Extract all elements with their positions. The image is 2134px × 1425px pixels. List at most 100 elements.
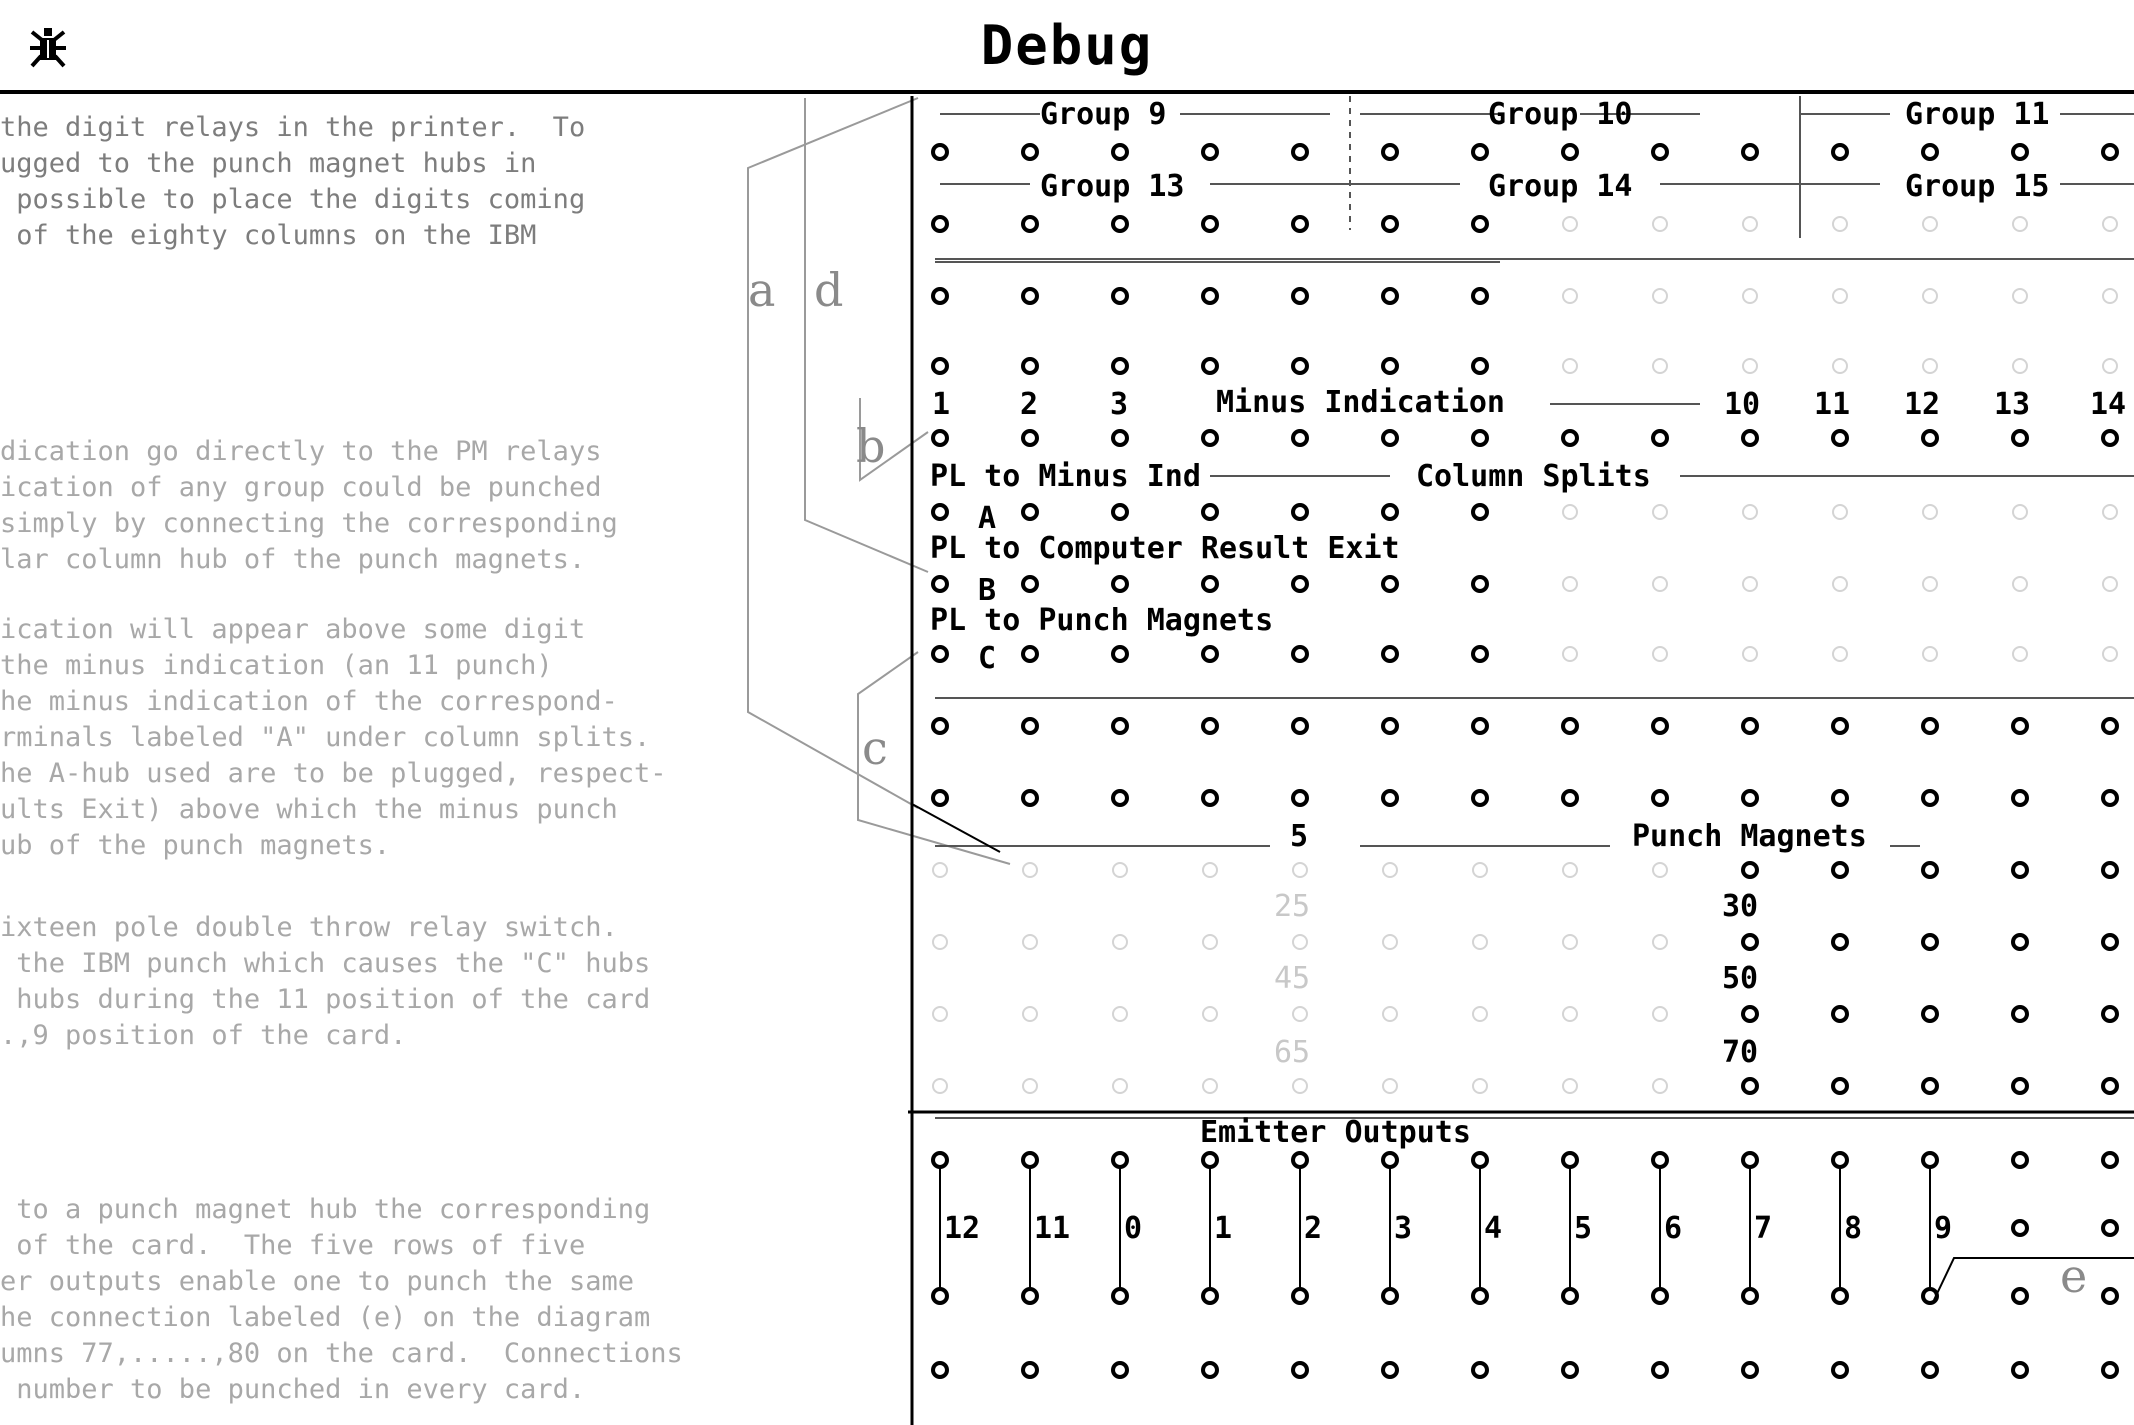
- plug-hub[interactable]: [1652, 358, 1668, 374]
- plug-hub[interactable]: [1472, 1078, 1488, 1094]
- plug-hub[interactable]: [1741, 429, 1759, 447]
- plug-hub[interactable]: [1291, 645, 1309, 663]
- plug-hub[interactable]: [1832, 576, 1848, 592]
- plug-hub[interactable]: [1561, 429, 1579, 447]
- plug-hub[interactable]: [1201, 429, 1219, 447]
- plug-hub[interactable]: [1652, 646, 1668, 662]
- plug-hub[interactable]: [1651, 717, 1669, 735]
- plug-hub[interactable]: [1741, 1005, 1759, 1023]
- plug-hub[interactable]: [1832, 358, 1848, 374]
- plug-hub[interactable]: [1201, 357, 1219, 375]
- plug-hub[interactable]: [1022, 1078, 1038, 1094]
- plug-hub[interactable]: [1021, 143, 1039, 161]
- plug-hub[interactable]: [932, 1078, 948, 1094]
- plug-hub[interactable]: [1021, 789, 1039, 807]
- plug-hub[interactable]: [2011, 933, 2029, 951]
- plug-hub[interactable]: [2102, 216, 2118, 232]
- plug-hub[interactable]: [1292, 1006, 1308, 1022]
- plug-hub[interactable]: [1472, 862, 1488, 878]
- plug-hub[interactable]: [1382, 934, 1398, 950]
- plug-hub[interactable]: [1651, 789, 1669, 807]
- emitter-hub[interactable]: [1021, 1151, 1039, 1169]
- plug-hub[interactable]: [1201, 717, 1219, 735]
- plug-hub[interactable]: [2101, 1005, 2119, 1023]
- plug-hub[interactable]: [2101, 1077, 2119, 1095]
- plug-hub[interactable]: [1921, 1077, 1939, 1095]
- plug-hub[interactable]: [2011, 861, 2029, 879]
- emitter-hub[interactable]: [2101, 1219, 2119, 1237]
- plug-hub[interactable]: [1202, 1078, 1218, 1094]
- plug-hub[interactable]: [931, 717, 949, 735]
- plug-hub[interactable]: [1832, 288, 1848, 304]
- plug-hub[interactable]: [1112, 934, 1128, 950]
- plug-hub[interactable]: [2101, 429, 2119, 447]
- plug-hub[interactable]: [1201, 287, 1219, 305]
- plug-hub[interactable]: [1922, 216, 1938, 232]
- plug-hub[interactable]: [1922, 646, 1938, 662]
- plug-hub[interactable]: [1741, 789, 1759, 807]
- plug-hub[interactable]: [1471, 215, 1489, 233]
- plug-hub[interactable]: [1021, 503, 1039, 521]
- plug-hub[interactable]: [1471, 143, 1489, 161]
- plug-hub[interactable]: [2012, 358, 2028, 374]
- plug-hub[interactable]: [1742, 358, 1758, 374]
- plug-hub[interactable]: [1831, 1361, 1849, 1379]
- plug-hub[interactable]: [1832, 216, 1848, 232]
- plug-hub[interactable]: [1381, 503, 1399, 521]
- plug-hub[interactable]: [1021, 1361, 1039, 1379]
- plug-hub[interactable]: [1471, 429, 1489, 447]
- plug-hub[interactable]: [1381, 575, 1399, 593]
- plug-hub[interactable]: [2101, 789, 2119, 807]
- emitter-hub[interactable]: [1201, 1287, 1219, 1305]
- plug-hub[interactable]: [1292, 934, 1308, 950]
- plug-hub[interactable]: [1562, 504, 1578, 520]
- plug-hub[interactable]: [1562, 288, 1578, 304]
- plug-hub[interactable]: [1922, 504, 1938, 520]
- plug-hub[interactable]: [1562, 216, 1578, 232]
- plug-hub[interactable]: [1021, 429, 1039, 447]
- plug-hub[interactable]: [1291, 429, 1309, 447]
- plug-hub[interactable]: [1831, 143, 1849, 161]
- plug-hub[interactable]: [2012, 576, 2028, 592]
- plug-hub[interactable]: [1831, 789, 1849, 807]
- plug-hub[interactable]: [1382, 1078, 1398, 1094]
- plug-hub[interactable]: [2011, 429, 2029, 447]
- plug-hub[interactable]: [1922, 288, 1938, 304]
- plug-hub[interactable]: [1562, 862, 1578, 878]
- emitter-hub[interactable]: [931, 1151, 949, 1169]
- plug-hub[interactable]: [1022, 1006, 1038, 1022]
- bug-icon[interactable]: [28, 26, 68, 70]
- plug-hub[interactable]: [1561, 1361, 1579, 1379]
- plug-hub[interactable]: [1922, 576, 1938, 592]
- plug-hub[interactable]: [1292, 862, 1308, 878]
- plug-hub[interactable]: [1111, 717, 1129, 735]
- plug-hub[interactable]: [1201, 789, 1219, 807]
- plug-hub[interactable]: [1022, 862, 1038, 878]
- plug-hub[interactable]: [932, 1006, 948, 1022]
- plug-hub[interactable]: [2101, 1361, 2119, 1379]
- plug-hub[interactable]: [1652, 862, 1668, 878]
- plug-hub[interactable]: [1022, 934, 1038, 950]
- plug-hub[interactable]: [932, 934, 948, 950]
- plug-hub[interactable]: [1651, 143, 1669, 161]
- plug-hub[interactable]: [2102, 576, 2118, 592]
- plug-hub[interactable]: [1472, 934, 1488, 950]
- plug-hub[interactable]: [1652, 288, 1668, 304]
- plug-hub[interactable]: [1201, 143, 1219, 161]
- plug-hub[interactable]: [2011, 1077, 2029, 1095]
- plug-hub[interactable]: [1921, 143, 1939, 161]
- plug-hub[interactable]: [2101, 933, 2119, 951]
- plug-hub[interactable]: [1652, 504, 1668, 520]
- plug-hub[interactable]: [2012, 504, 2028, 520]
- plug-hub[interactable]: [1921, 1005, 1939, 1023]
- plug-hub[interactable]: [1021, 575, 1039, 593]
- plug-hub[interactable]: [2011, 717, 2029, 735]
- plug-hub[interactable]: [1921, 717, 1939, 735]
- emitter-hub[interactable]: [1381, 1287, 1399, 1305]
- plug-hub[interactable]: [1921, 789, 1939, 807]
- plug-hub[interactable]: [1112, 862, 1128, 878]
- emitter-hub[interactable]: [1831, 1287, 1849, 1305]
- plug-hub[interactable]: [1921, 861, 1939, 879]
- plug-hub[interactable]: [1381, 717, 1399, 735]
- plug-hub[interactable]: [1201, 215, 1219, 233]
